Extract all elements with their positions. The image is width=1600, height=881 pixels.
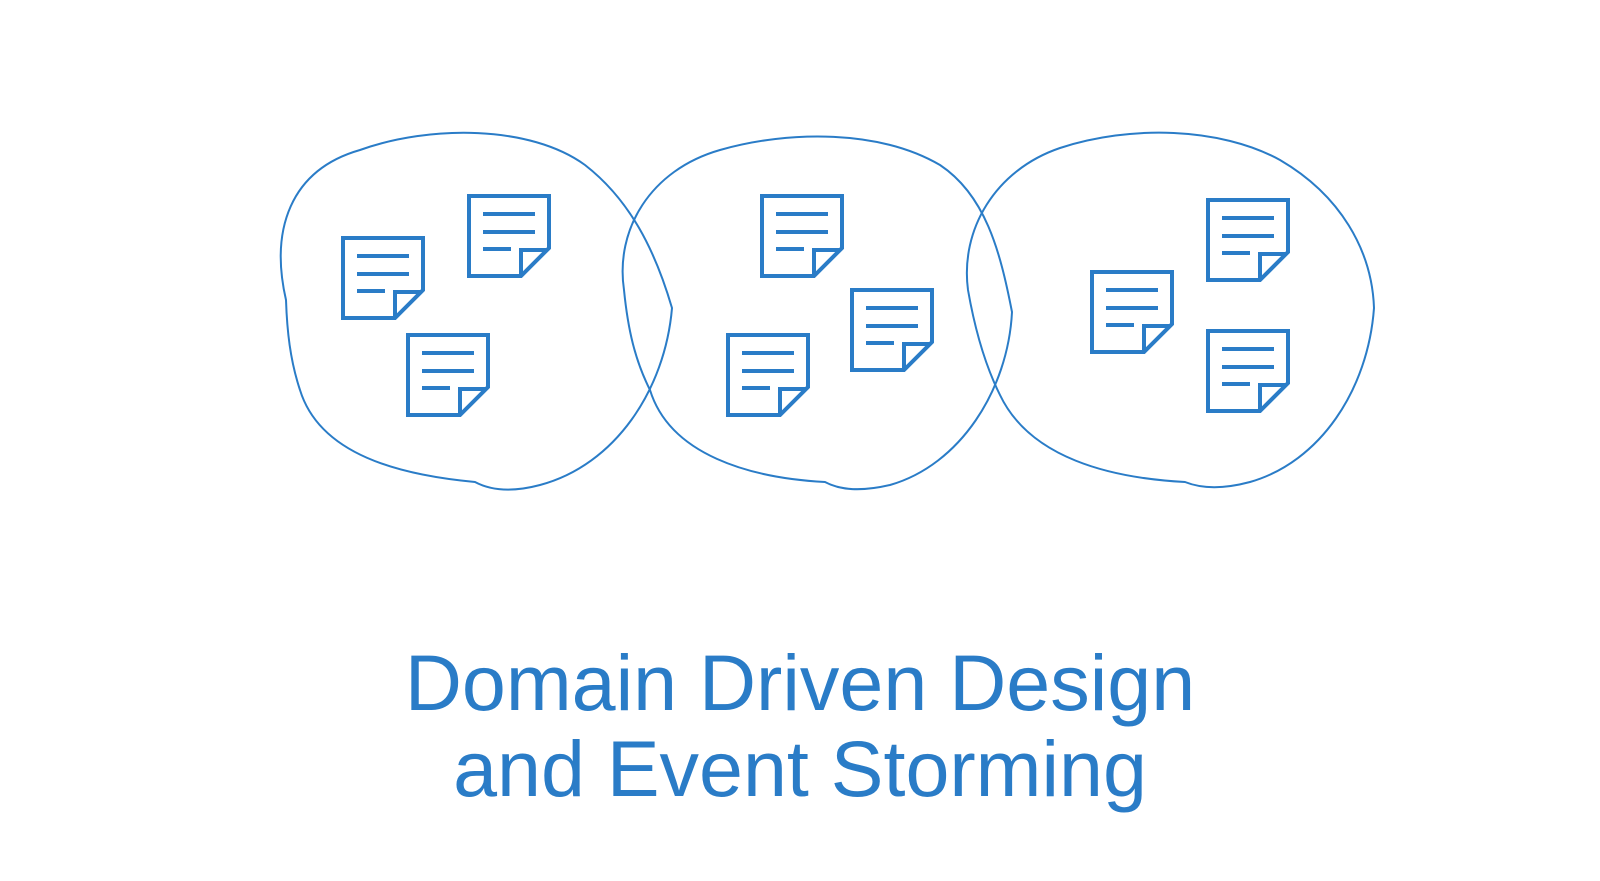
- bounded-contexts-diagram: [279, 131, 1376, 491]
- sticky-note-icon: [341, 236, 425, 320]
- title-line-1: Domain Driven Design: [404, 638, 1196, 727]
- sticky-note-icon: [850, 288, 934, 372]
- sticky-note-icon: [1206, 329, 1290, 413]
- sticky-note-icon: [726, 333, 810, 417]
- bounded-context-1: [279, 131, 674, 491]
- page-title: Domain Driven Design and Event Storming: [0, 640, 1600, 812]
- sticky-note-icon: [467, 194, 551, 278]
- sticky-note-icon: [760, 194, 844, 278]
- bounded-context-2: [621, 135, 1014, 491]
- title-line-2: and Event Storming: [453, 724, 1147, 813]
- bounded-context-3: [965, 131, 1376, 489]
- sticky-note-icon: [406, 333, 490, 417]
- sticky-note-icon: [1206, 198, 1290, 282]
- sticky-note-icon: [1090, 270, 1174, 354]
